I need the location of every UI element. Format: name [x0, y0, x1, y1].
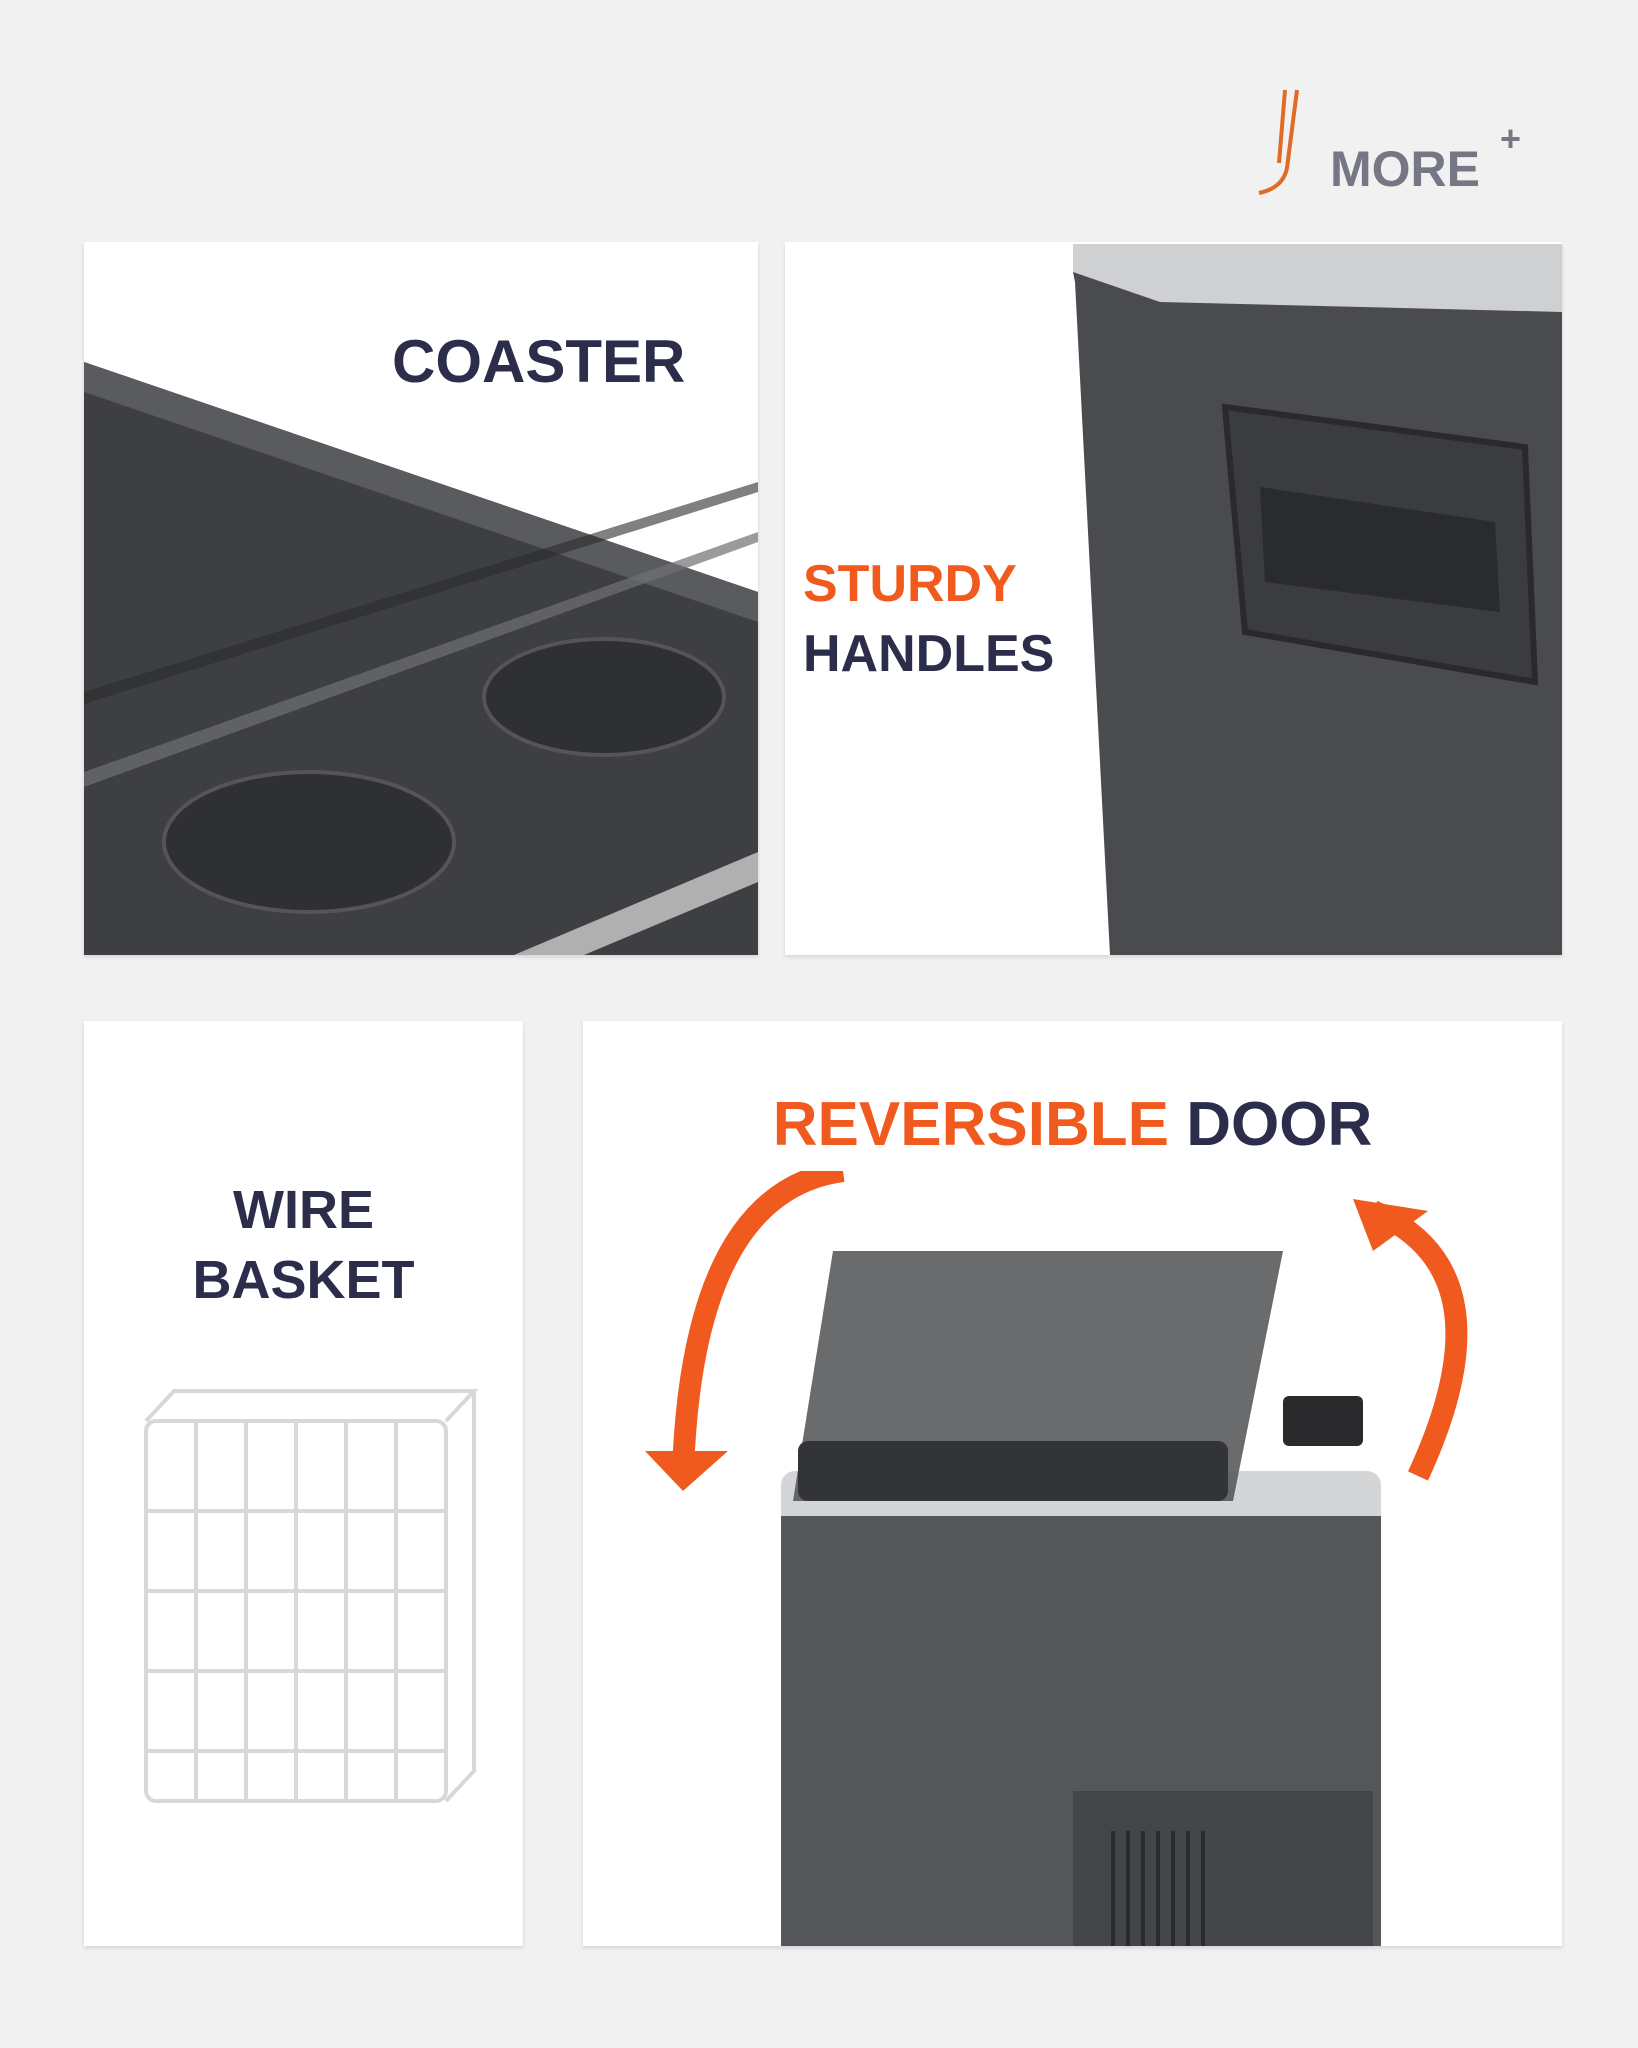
coaster-title: COASTER [392, 328, 686, 395]
handle-image [1073, 244, 1562, 955]
door-title: REVERSIBLE DOOR [583, 1089, 1562, 1160]
door-title-accent: REVERSIBLE [772, 1090, 1169, 1159]
basket-title-line1: WIRE [233, 1180, 374, 1240]
handles-title: HANDLES [803, 625, 1055, 683]
brand-label: MORE [1330, 141, 1480, 197]
door-title-rest: DOOR [1186, 1090, 1373, 1159]
basket-panel: WIRE BASKET [84, 1021, 523, 1946]
brand-plus: + [1500, 118, 1522, 159]
coaster-panel: COASTER [84, 242, 758, 955]
coaster-lid-image [84, 362, 758, 955]
handles-title-accent: STURDY [803, 555, 1017, 613]
handles-panel: STURDY HANDLES [785, 242, 1562, 955]
logo-mark-icon [1258, 89, 1299, 195]
brand-logo: MORE + [1255, 88, 1545, 198]
fridge-image [645, 1171, 1468, 1946]
door-panel: REVERSIBLE DOOR [583, 1021, 1562, 1946]
wire-basket-image [144, 1389, 479, 1803]
basket-title-line2: BASKET [192, 1250, 415, 1310]
